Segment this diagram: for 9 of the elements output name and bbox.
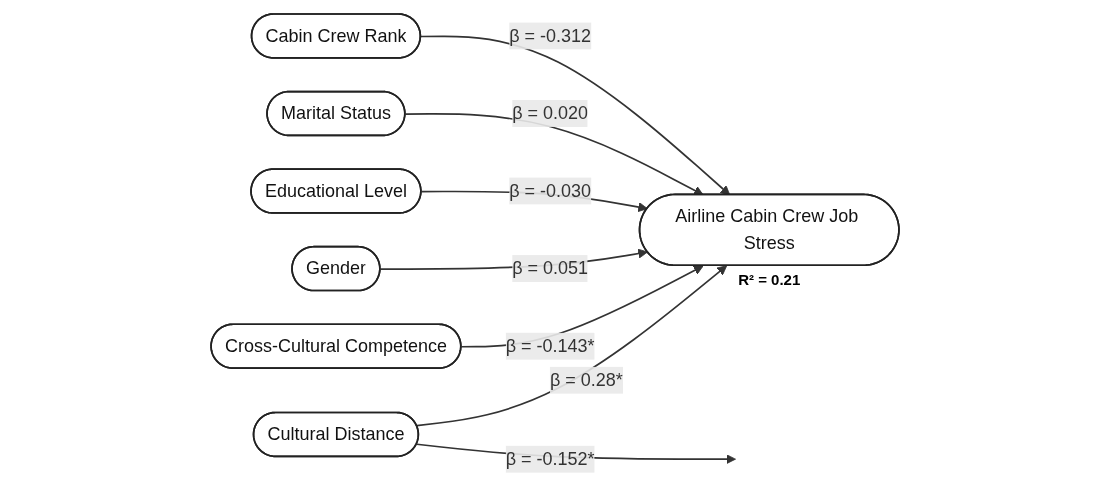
edge-label: β = -0.312	[509, 25, 592, 45]
edge-label: β = 0.020	[512, 103, 589, 123]
arrow	[420, 35, 731, 196]
edge-label: β = 0.28*	[549, 370, 623, 390]
edge-label: β = -0.030	[509, 180, 592, 201]
edge-label: β = -0.152*	[505, 449, 595, 469]
edge-label: β = 0.051	[512, 258, 589, 278]
r-squared-label: R² = 0.21	[738, 271, 801, 289]
edge-label: β = -0.143*	[505, 336, 595, 356]
